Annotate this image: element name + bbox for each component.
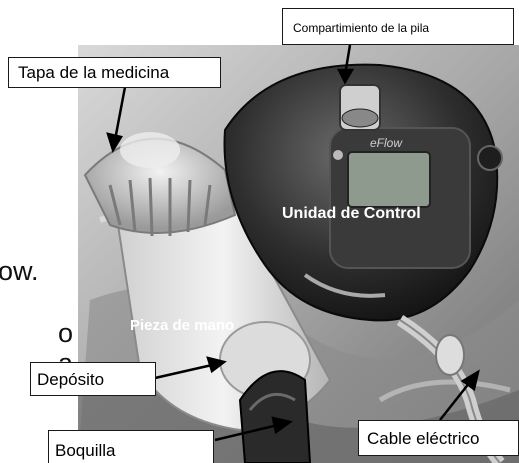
label-mouthpiece: Boquilla	[48, 430, 214, 463]
mouthpiece-shape	[238, 370, 312, 463]
brand-logo-text: eFlow	[370, 136, 403, 150]
arrowhead-mouthpiece	[271, 416, 293, 435]
label-handpiece: Pieza de mano	[130, 317, 235, 334]
label-battery-compartment: Compartimiento de la pila	[282, 8, 514, 45]
arrow-medicine-cap	[113, 86, 127, 141]
arrowhead-reservoir	[206, 356, 227, 374]
arrowhead-electric-cable	[460, 369, 480, 392]
arrow-reservoir	[154, 363, 213, 380]
medicine-cap-shape	[83, 132, 237, 237]
label-reservoir: Depósito	[30, 362, 156, 396]
arrowhead-battery-compartment	[336, 68, 355, 85]
label-electric-cable: Cable eléctrico	[358, 420, 519, 456]
left-text-fragment-1: ow.	[0, 256, 39, 286]
label-medicine-cap: Tapa de la medicina	[8, 57, 221, 88]
left-text-fragment-2: o	[58, 318, 74, 348]
arrow-electric-cable	[439, 381, 471, 421]
arrowhead-medicine-cap	[106, 132, 123, 153]
label-control-unit: Unidad de Control	[282, 205, 421, 222]
control-unit-shape	[223, 63, 503, 322]
callout-arrows	[106, 44, 480, 442]
arrow-mouthpiece	[214, 423, 279, 442]
